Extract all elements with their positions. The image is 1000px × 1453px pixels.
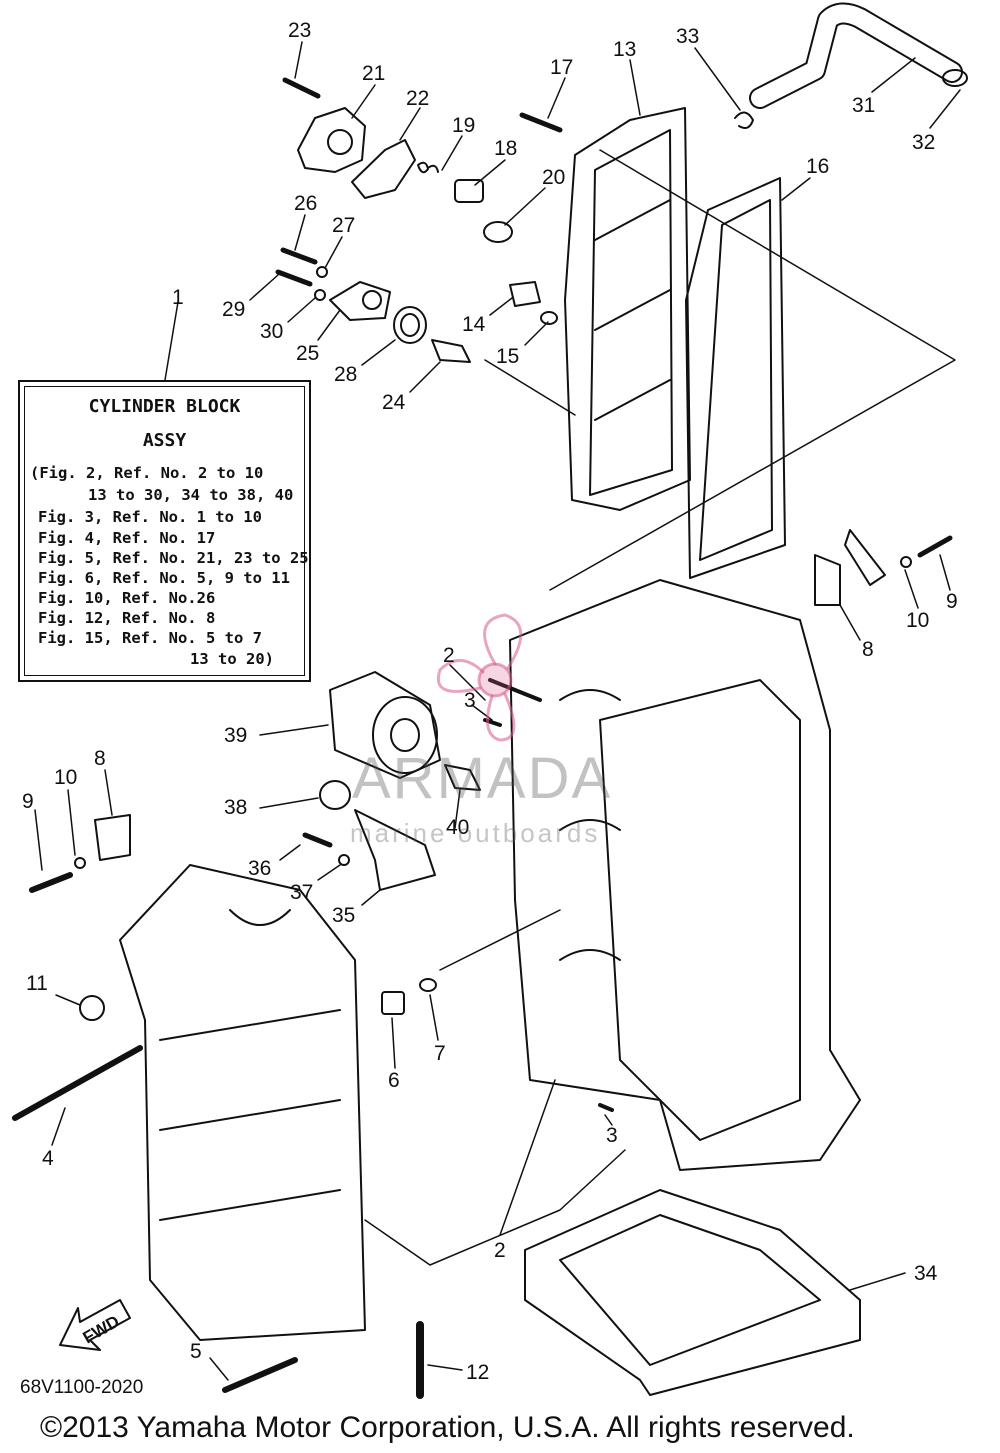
callout-9-right: 9 <box>946 590 958 613</box>
copyright-notice: ©2013 Yamaha Motor Corporation, U.S.A. A… <box>40 1411 855 1444</box>
callout-6: 6 <box>388 1069 400 1092</box>
callout-27: 27 <box>332 214 356 237</box>
misc-parts <box>12 529 953 1399</box>
info-box-line: Fig. 3, Ref. No. 1 to 10 <box>38 508 262 526</box>
thermostat-cover-part <box>297 107 416 199</box>
callout-8-right: 8 <box>862 638 874 661</box>
hose-part <box>749 2 968 109</box>
callout-21: 21 <box>362 62 386 85</box>
info-box-line: Fig. 15, Ref. No. 5 to 7 <box>38 629 262 647</box>
watermark-tagline: marine outboards <box>350 818 601 848</box>
cylinder-block-part <box>509 579 861 1171</box>
callout-2-bottom: 2 <box>494 1239 506 1262</box>
callout-26: 26 <box>294 192 318 215</box>
info-box-line: Fig. 4, Ref. No. 17 <box>38 529 216 547</box>
gasket-part <box>685 177 786 579</box>
callout-11: 11 <box>26 972 48 995</box>
callout-19: 19 <box>452 114 476 137</box>
callout-4: 4 <box>42 1147 54 1170</box>
clip-part <box>734 111 754 129</box>
info-box-line: 13 to 20) <box>190 650 274 668</box>
callout-34: 34 <box>914 1262 938 1285</box>
leader-lines <box>34 41 961 1381</box>
callout-3-top: 3 <box>464 689 476 712</box>
info-box-line: (Fig. 2, Ref. No. 2 to 10 <box>30 464 264 482</box>
callout-12: 12 <box>466 1361 490 1384</box>
info-box-inner-frame <box>24 386 305 676</box>
info-box-line: Fig. 6, Ref. No. 5, 9 to 11 <box>38 569 290 587</box>
callout-40: 40 <box>446 816 470 839</box>
callout-28: 28 <box>334 363 358 386</box>
info-box-line: 13 to 30, 34 to 38, 40 <box>88 486 294 504</box>
callout-22: 22 <box>406 87 430 110</box>
guide-lines <box>364 149 956 1266</box>
info-box-line: Fig. 10, Ref. No.26 <box>38 589 216 607</box>
callout-7: 7 <box>434 1042 446 1065</box>
callout-24: 24 <box>382 391 406 414</box>
callout-10-right: 10 <box>906 609 930 632</box>
callout-2-top: 2 <box>443 644 455 667</box>
watermark-propeller-icon <box>437 613 523 742</box>
fwd-arrow-icon <box>59 1299 131 1351</box>
info-box-subtitle: ASSY <box>142 430 187 451</box>
callout-38: 38 <box>224 796 248 819</box>
callout-20: 20 <box>542 166 566 189</box>
callout-13: 13 <box>613 38 637 61</box>
watermark-brand: ARMADA <box>352 746 613 811</box>
callout-39: 39 <box>224 724 248 747</box>
callout-36: 36 <box>248 857 272 880</box>
callout-10-left: 10 <box>54 766 78 789</box>
callout-25: 25 <box>296 342 320 365</box>
small-parts <box>275 77 563 363</box>
callout-31: 31 <box>852 94 876 117</box>
callout-3-bottom: 3 <box>606 1124 618 1147</box>
callout-14: 14 <box>462 313 486 336</box>
callout-15: 15 <box>496 345 520 368</box>
callout-8-left: 8 <box>94 747 106 770</box>
exhaust-cover-part <box>564 107 691 511</box>
callout-30: 30 <box>260 320 284 343</box>
callout-9-left: 9 <box>22 790 34 813</box>
callout-32: 32 <box>912 131 936 154</box>
callout-17: 17 <box>550 56 574 79</box>
crankcase-part <box>119 864 366 1341</box>
callout-18: 18 <box>494 137 518 160</box>
catalog-code: 68V1100-2020 <box>20 1377 144 1398</box>
callout-29: 29 <box>222 298 246 321</box>
callout-16: 16 <box>806 155 830 178</box>
info-box-line: Fig. 5, Ref. No. 21, 23 to 25 <box>38 549 309 567</box>
base-gasket-part <box>524 1189 861 1396</box>
oil-filter-part <box>329 671 441 779</box>
callout-1: 1 <box>172 286 184 309</box>
assembly-info-box: CYLINDER BLOCK ASSY (Fig. 2, Ref. No. 2 … <box>18 380 311 682</box>
callout-37: 37 <box>290 881 314 904</box>
info-box-title: CYLINDER BLOCK <box>88 396 241 417</box>
callout-23: 23 <box>288 19 312 42</box>
info-box-line: Fig. 12, Ref. No. 8 <box>38 609 216 627</box>
callout-35: 35 <box>332 904 356 927</box>
callout-33: 33 <box>676 25 700 48</box>
callout-5: 5 <box>190 1340 202 1363</box>
